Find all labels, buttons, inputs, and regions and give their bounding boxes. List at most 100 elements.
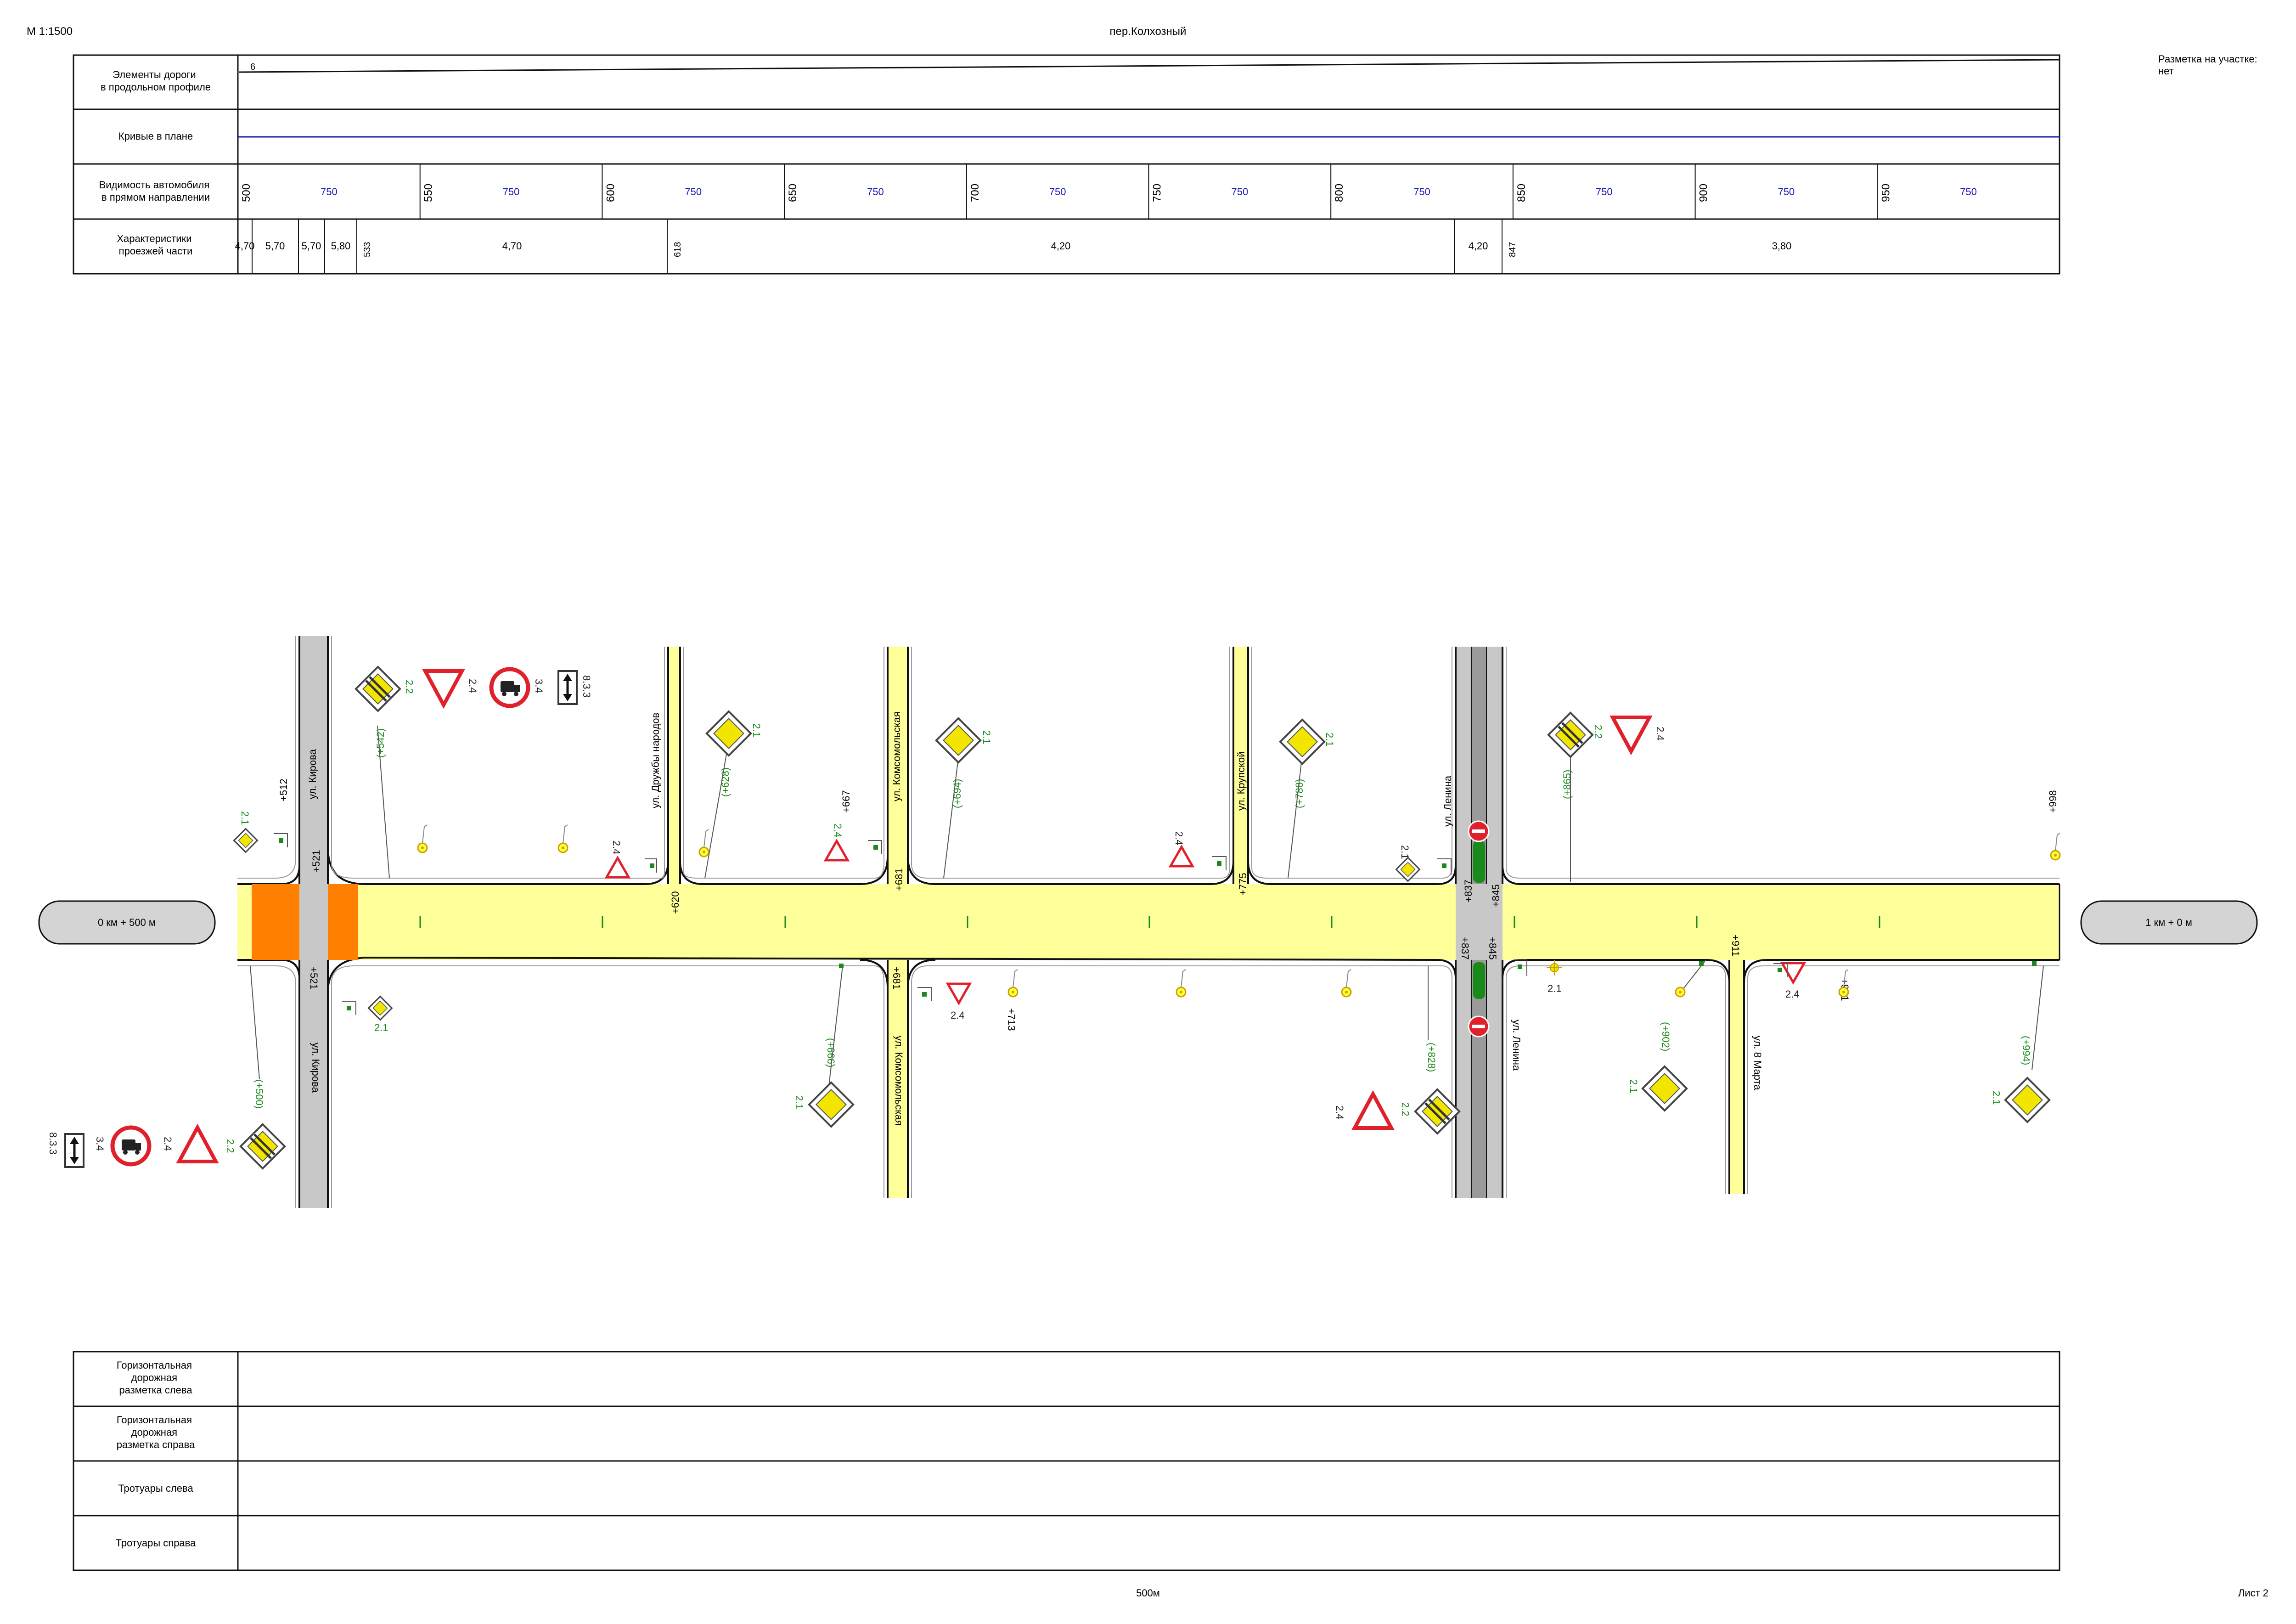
sign-code: 2.1 [239, 811, 251, 825]
no-entry-sign [1468, 820, 1490, 842]
main-carriageway [237, 884, 2060, 960]
visibility-picket: 900 [1698, 184, 1710, 202]
street-name: ул. Крупской [1235, 751, 1247, 811]
pedestrian-crossing [328, 884, 358, 960]
carriageway-width: 4,70 [502, 240, 522, 252]
visibility-value: 750 [685, 186, 702, 197]
traffic-light-icon [1547, 960, 1562, 976]
street-name: ул. Ленина [1511, 1020, 1522, 1071]
sign-code: 8.3.3 [47, 1132, 59, 1155]
sheet-number: Лист 2 [2238, 1587, 2268, 1599]
picket-label: +845 [1490, 884, 1502, 907]
main-road-sign [2004, 1077, 2051, 1123]
direction-arrows-sign [558, 671, 577, 704]
street-name: ул. Ленина [1442, 775, 1453, 827]
side-street-komsomolskaya [888, 647, 908, 1198]
row-marking-left-label: Горизонтальная дорожная разметка слева [117, 1359, 195, 1396]
small-main-road-sign [1396, 857, 1420, 882]
row-sidewalk-right-label: Тротуары справа [116, 1537, 196, 1549]
main-road-end-sign [1415, 1089, 1459, 1133]
visibility-picket: 700 [969, 184, 981, 202]
carriageway-mark: 618 [673, 242, 683, 257]
sign-reference: (+865) [1561, 770, 1573, 799]
marking-note-value: нет [2158, 65, 2174, 77]
picket-label: +845 [1487, 937, 1498, 960]
no-trucks-sign [491, 669, 528, 706]
carriageway-width: 4,70 [235, 240, 255, 252]
street-name: ул. Кирова [310, 1043, 321, 1093]
row-profile-label: Элементы дороги в продольном профиле [101, 69, 211, 93]
carriageway-width: 5,70 [265, 240, 285, 252]
sign-code: 2.2 [404, 680, 415, 694]
profile-table: Элементы дороги в продольном профиле 6 К… [73, 54, 2060, 275]
main-road-sign [1641, 1065, 1688, 1112]
no-entry-sign [1468, 1015, 1490, 1038]
small-yield-sign [607, 858, 629, 877]
sign-code: 2.4 [611, 840, 622, 855]
main-road-sign [1279, 718, 1326, 765]
carriageway-width: 4,20 [1051, 240, 1071, 252]
lamp-icon [1176, 987, 1187, 998]
sign-reference: (+994) [2020, 1036, 2032, 1065]
start-chainage-badge [38, 900, 216, 945]
sign-code: 2.1 [1399, 845, 1411, 859]
sign-code: 2.1 [374, 1022, 388, 1033]
small-yield-sign [1782, 963, 1804, 982]
sign-code: 2.1 [1991, 1091, 2002, 1105]
picket-label: +911 [1730, 935, 1741, 957]
picket-label: +837 [1463, 880, 1474, 902]
yield-sign [425, 671, 462, 705]
picket-label: +998 [2047, 790, 2059, 813]
visibility-value: 750 [1778, 186, 1795, 197]
lenina-crossing [1456, 884, 1503, 960]
main-road-end-sign [241, 1124, 285, 1168]
picket-label: +681 [893, 868, 905, 891]
small-yield-sign [1171, 847, 1193, 866]
picket-label: +521 [308, 967, 320, 990]
street-name: ул. Комсомольская [893, 1036, 905, 1126]
sign-reference: (+500) [253, 1079, 265, 1109]
sign-code: 2.4 [1173, 831, 1185, 846]
sign-code: 8.3.3 [581, 675, 592, 698]
row-carriageway-label: Характеристики проезжей части [117, 233, 194, 257]
lamp-icon [1675, 987, 1686, 998]
visibility-picket: 650 [787, 184, 799, 202]
lamp-icon [1341, 987, 1352, 998]
visibility-value: 750 [1596, 186, 1613, 197]
main-road-sign [808, 1081, 855, 1128]
picket-label: +521 [310, 850, 322, 873]
visibility-value: 750 [1960, 186, 1977, 197]
carriageway-width: 4,20 [1469, 240, 1488, 252]
lamp-icon [2050, 850, 2061, 861]
street-name: ул. Кирова [307, 749, 318, 799]
profile-line [238, 59, 2060, 73]
sign-code: 3.4 [94, 1137, 106, 1151]
picket-label: +837 [1459, 937, 1471, 960]
sign-code: 2.1 [751, 723, 762, 738]
lamp-icon [557, 842, 568, 853]
visibility-value: 750 [321, 186, 338, 197]
centerline-ticks [419, 916, 1880, 928]
main-road-end-sign [356, 667, 400, 711]
visibility-picket: 800 [1333, 184, 1345, 202]
carriageway-width: 5,80 [331, 240, 351, 252]
side-street-druzhby [668, 647, 680, 884]
visibility-picket: 500 [240, 184, 253, 202]
pedestrian-crossing [252, 884, 299, 960]
sign-code: 2.4 [1785, 988, 1800, 1000]
side-street-8-marta [1729, 960, 1744, 1194]
side-street-krupskoy [1233, 647, 1248, 884]
sign-code: 2.2 [225, 1139, 236, 1153]
sign-code: 2.4 [467, 679, 478, 693]
street-name: ул. Дружбы народов [650, 713, 661, 808]
sign-code: 3.4 [533, 679, 545, 693]
start-chainage-label: 0 км + 500 м [98, 917, 156, 928]
picket-label: +713 [1006, 1008, 1017, 1031]
direction-arrows-sign [65, 1134, 84, 1167]
visibility-picket: 550 [422, 184, 435, 202]
sign-code: 2.1 [793, 1095, 805, 1110]
lamp-icon [1007, 987, 1019, 998]
sign-reference: (+694) [951, 779, 963, 808]
visibility-value: 750 [1231, 186, 1248, 197]
